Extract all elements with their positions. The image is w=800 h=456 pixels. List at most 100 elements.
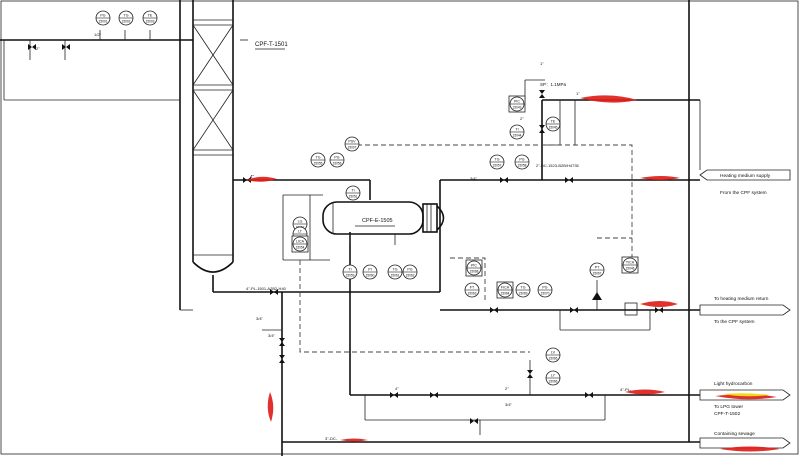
svg-text:3/4": 3/4" — [256, 316, 264, 321]
instrument-number: 15061 — [391, 274, 400, 278]
svg-text:3/4": 3/4" — [505, 402, 513, 407]
instrument-number: 15067 — [593, 272, 602, 276]
instrument-tag: TICA — [626, 261, 635, 265]
level-loop — [282, 194, 330, 261]
instrument-tag: TG — [316, 156, 321, 160]
inlet-line-label: 4"-PL-1501-A2B2-H40 — [246, 286, 287, 291]
instrument-tag: PI — [368, 268, 371, 272]
sewage-line-label: 3"-DC- — [325, 436, 338, 441]
svg-text:4": 4" — [395, 386, 399, 391]
instrument-tag: PG — [542, 286, 547, 290]
light-hc-dest2: CPF-T-1502 — [714, 411, 740, 417]
instrument-number: 15065 — [549, 357, 558, 361]
instrument-number: 15070 — [541, 292, 550, 296]
instrument-tag: FICA — [501, 286, 510, 290]
instrument-tag: PSV — [348, 140, 356, 144]
reboiler — [322, 201, 445, 245]
instrument-number: 15055 — [314, 162, 323, 166]
instrument-tag: TI — [515, 128, 518, 132]
instrument-number: 15062 — [406, 274, 415, 278]
light-hydrocarbon-line — [350, 360, 700, 435]
instrument-tag: TG — [393, 268, 398, 272]
instrument-number: 15068 — [470, 270, 479, 274]
instrument-number: 15007 — [348, 146, 357, 150]
instrument-pg-15070: PG 15070 — [537, 282, 553, 298]
instrument-ti-15044: TI 15044 — [509, 124, 525, 140]
redaction-marks — [247, 95, 780, 452]
instrument-tag: PT — [595, 266, 600, 270]
stream-arrow-light-hc — [699, 389, 791, 401]
signal-lines — [299, 144, 633, 353]
instrument-tag: PIC — [514, 100, 520, 104]
instrument-number: 15059 — [346, 274, 355, 278]
instrument-pi-15060: PI 15060 — [362, 264, 378, 280]
instrument-tag: LY — [551, 374, 556, 378]
svg-text:1/2": 1/2" — [94, 32, 102, 37]
instrument-tag: TE — [551, 120, 556, 124]
instrument-number: 15063 — [468, 292, 477, 296]
instrument-tag: LT — [298, 230, 303, 234]
svg-text:1": 1" — [576, 91, 580, 96]
instrument-tag: PG — [334, 156, 339, 160]
instrument-ly-15066: LY 15066 — [545, 370, 561, 386]
instrument-tg-15069: TG 15069 — [515, 282, 531, 298]
instrument-number: 15054 — [296, 246, 305, 250]
valves — [28, 44, 663, 424]
tower — [179, 0, 265, 311]
svg-text:3/4": 3/4" — [268, 333, 276, 338]
light-hc-dest1: To LPG tower — [714, 404, 743, 410]
instrument-tag: TI — [351, 189, 354, 193]
instrument-tag: LICA — [296, 240, 305, 244]
instrument-number: 15066 — [549, 380, 558, 384]
heating-supply-source: From the CPF system — [720, 190, 767, 196]
instrument-tag: PIC — [471, 264, 477, 268]
instrument-psv-15007: PSV 15007 — [344, 136, 360, 152]
instrument-number: 15069 — [519, 292, 528, 296]
stream-arrow-heating-supply — [699, 169, 791, 181]
reboiler-tag: CPF-E-1505 — [362, 218, 393, 224]
instrument-pt-15067: PT 15067 — [589, 262, 605, 278]
instrument-tica-15046: TICA 15046 — [621, 256, 639, 274]
instrument-number: 15003 — [146, 20, 155, 24]
svg-text:4": 4" — [250, 174, 255, 179]
lhc-line-label: 4"-PL- — [620, 387, 632, 392]
instrument-number: 15057 — [493, 164, 502, 168]
instrument-number: 15058 — [518, 164, 527, 168]
instrument-tag: PG — [407, 268, 412, 272]
instrument-number: 15051 — [349, 195, 358, 199]
instrument-number: 15046 — [626, 267, 635, 271]
svg-text:3/4": 3/4" — [470, 176, 478, 181]
instrument-tag: TG — [521, 286, 526, 290]
svg-text:2": 2" — [505, 386, 509, 391]
light-hc-label: Light hydrocarbon — [714, 381, 753, 387]
instrument-pg-15062: PG 15062 — [402, 264, 418, 280]
instrument-number: 15002 — [122, 20, 131, 24]
heating-supply-label: Heating medium supply — [720, 173, 771, 179]
instrument-tag: TE — [148, 14, 153, 18]
instrument-group: PG15001TG15002TE15003PSV15007PIC15043TI1… — [95, 10, 639, 386]
instrument-pic-15068: PIC 15068 — [465, 259, 483, 277]
instrument-tg-15002: TG 15002 — [118, 10, 134, 26]
instrument-tag: LG — [298, 220, 303, 224]
top-left-piping — [0, 30, 248, 101]
instrument-tg-15055: TG 15055 — [310, 152, 326, 168]
instrument-number: 15044 — [513, 134, 522, 138]
svg-text:2": 2" — [520, 116, 524, 121]
instrument-te-15003: TE 15003 — [142, 10, 158, 26]
tower-tag: CPF-T-1501 — [255, 42, 288, 48]
drain-line — [262, 0, 700, 456]
instrument-lica-15054: LICA 15054 — [291, 235, 309, 253]
svg-text:2": 2" — [36, 46, 40, 51]
heating-return-dest: To the CPF system — [714, 319, 755, 325]
instrument-tag: TG — [124, 14, 129, 18]
instrument-number: 15060 — [366, 274, 375, 278]
